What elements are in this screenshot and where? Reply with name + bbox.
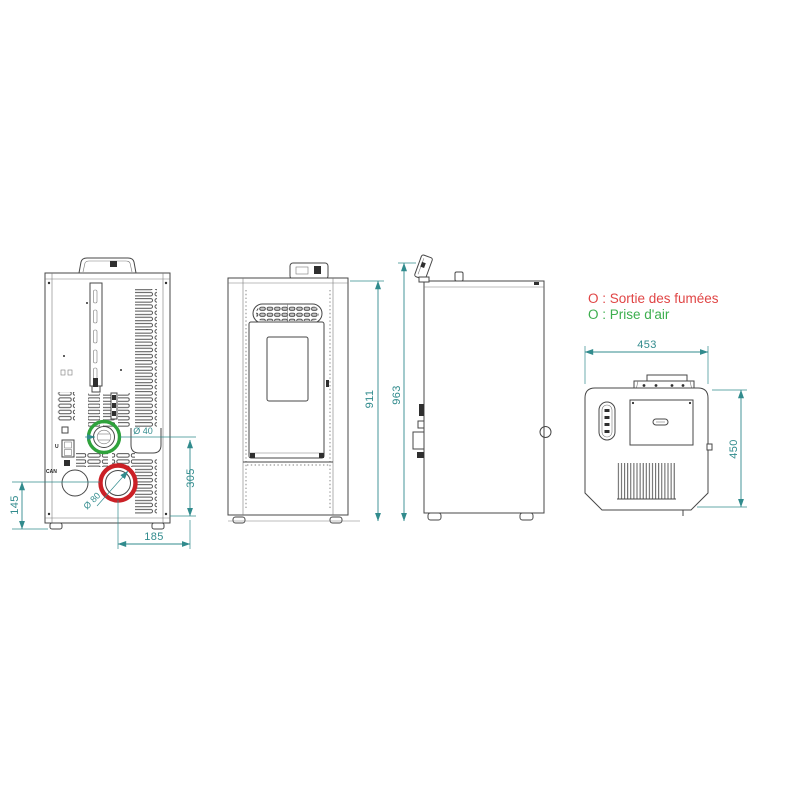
side-body <box>423 280 545 514</box>
dim-911: 911 <box>364 390 376 409</box>
side-handle-ring <box>539 426 552 438</box>
can-port-label: CAN <box>46 469 57 475</box>
back-slot-strip <box>89 282 103 393</box>
back-vent-lower-left <box>76 452 108 467</box>
spare-port <box>61 469 89 497</box>
back-vent-left <box>57 392 75 422</box>
side-open-lid <box>414 254 433 280</box>
front-view: 911 963 <box>227 262 416 524</box>
top-dimensions: 453 450 <box>584 339 747 508</box>
power-switch <box>61 439 75 458</box>
front-top-grille <box>252 303 323 324</box>
dim-185: 185 <box>144 531 164 543</box>
dim-145: 145 <box>9 495 21 515</box>
smoke-outlet-port <box>98 463 138 503</box>
side-outlet-stub <box>412 431 425 450</box>
dim-450: 450 <box>728 439 740 459</box>
side-view <box>412 254 552 521</box>
dim-453: 453 <box>637 339 657 351</box>
side-connector <box>419 404 424 416</box>
front-door-glass <box>266 336 309 402</box>
front-door-latch <box>326 380 329 387</box>
back-handle-knob <box>110 261 117 267</box>
top-front-grille <box>617 463 676 499</box>
back-vent-center-1 <box>88 393 100 427</box>
back-vent-right-lower <box>135 458 157 514</box>
power-switch-label: U <box>55 444 59 450</box>
height-dimensions: 911 963 <box>350 262 416 522</box>
legend-smoke-outlet: O : Sortie des fumées <box>588 291 719 306</box>
back-handle <box>78 257 137 274</box>
dim-305: 305 <box>185 468 197 488</box>
dim-963: 963 <box>391 385 403 405</box>
legend-air-intake: O : Prise d'air <box>588 307 670 322</box>
back-vent-center-3 <box>118 393 130 427</box>
top-control-panel <box>598 401 616 441</box>
dim-dia40: Ø 40 <box>133 426 153 436</box>
legend: O : Sortie des fumées O : Prise d'air <box>588 291 719 322</box>
side-top-knob <box>454 271 464 282</box>
back-view: U CAN 145 <box>9 257 197 549</box>
back-vent-right <box>135 289 157 427</box>
back-outlet-recess <box>130 428 162 454</box>
top-view: 453 450 <box>584 339 747 516</box>
back-vent-lower-mid <box>112 452 135 467</box>
